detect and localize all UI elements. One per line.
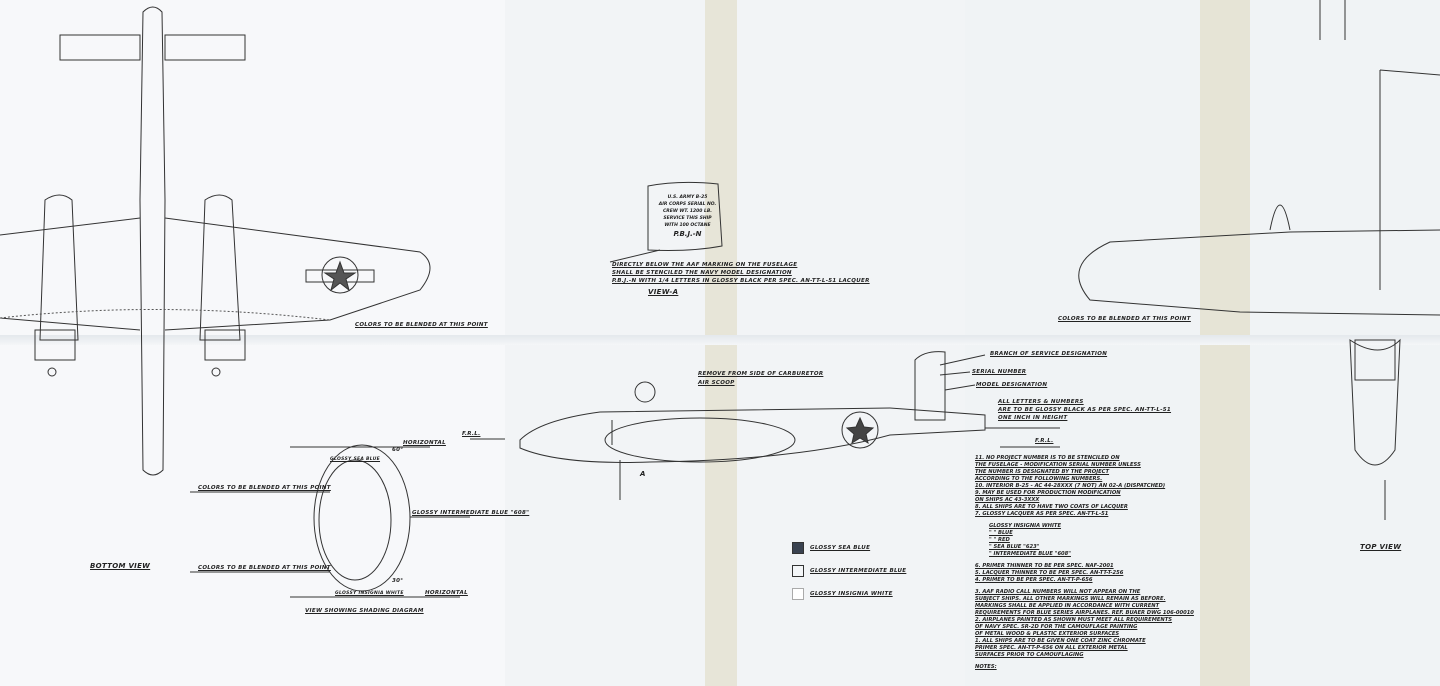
- top-blend-note: Colors to be blended at this point: [1058, 316, 1191, 322]
- stencil-box-text: U.S. Army B-25 Air Corps Serial No. Crew…: [655, 194, 720, 239]
- stencil-line: Service this ship: [663, 216, 712, 221]
- legend-label: Glossy Insignia White: [810, 590, 893, 597]
- note-line: on ships AC 43-3xxx: [975, 497, 1040, 503]
- notes-heading: Notes:: [975, 664, 997, 670]
- legend-swatch: [792, 588, 804, 600]
- note-line: Markings shall be applied in accordance …: [975, 603, 1160, 609]
- frl-label: F.R.L.: [462, 431, 481, 437]
- note-line: 3. AAF radio call numbers will not appea…: [975, 589, 1141, 595]
- note-line: requirements for Blue Series airplanes. …: [975, 610, 1194, 616]
- stencil-line: Air Corps Serial No.: [658, 202, 717, 207]
- note-line: of metal wood & plastic exterior surface…: [975, 631, 1120, 637]
- top-view-aircraft: [1078, 0, 1440, 520]
- stencil-line: Crew Wt. 1200 LB.: [662, 209, 712, 214]
- legend-label: Glossy Sea Blue: [810, 544, 871, 551]
- serial-number-label: Serial number: [972, 369, 1027, 375]
- intermediate-blue-label: Glossy Intermediate Blue "608": [412, 510, 530, 516]
- note-line: according to the following numbers.: [975, 476, 1103, 482]
- side-view-aircraft: [519, 351, 1060, 500]
- top-view-label: Top View: [1360, 543, 1402, 551]
- diagram-caption: View showing shading diagram: [305, 608, 424, 614]
- note-line: 6. Primer thinner to be per spec. NAF-20…: [975, 563, 1114, 569]
- legend-swatch: [792, 542, 804, 554]
- sea-blue-label: Glossy Sea Blue: [330, 457, 381, 462]
- stencil-note-1: Directly below the AAF marking on the fu…: [612, 262, 798, 268]
- note-line: 2. Airplanes painted as shown must meet …: [975, 617, 1173, 623]
- note-line: the number is designated by the project: [975, 469, 1110, 475]
- note-line: 11. No project number is to be stenciled…: [975, 455, 1120, 461]
- angle-bottom: 30°: [392, 578, 404, 584]
- frl-label-right: F.R.L.: [1035, 438, 1054, 444]
- letters-note-3: one inch in height: [998, 415, 1068, 421]
- branch-of-service-label: Branch of service designation: [990, 351, 1108, 357]
- note-line: the fuselage - modification serial numbe…: [975, 462, 1141, 468]
- model-designation-label: Model designation: [976, 382, 1048, 388]
- stencil-note-2: shall be stenciled the Navy model design…: [612, 270, 792, 276]
- note-line: 4. Primer to be per spec. AN-TT-P-656: [975, 577, 1093, 583]
- note-line: 1. All ships are to be given one coat zi…: [975, 638, 1146, 644]
- legend-insignia-white: Glossy Insignia White: [792, 588, 893, 600]
- legend-intermediate-blue: Glossy Intermediate Blue: [792, 565, 906, 577]
- shading-diagram: [190, 438, 505, 598]
- lower-blend-note: Colors to be blended at this point: [198, 565, 331, 571]
- carburetor-note-1: Remove from side of carburetor: [698, 371, 824, 377]
- stencil-line: P.B.J.-N: [673, 230, 702, 238]
- note-line: primer spec. AN-TT-P-656 on all exterior…: [975, 645, 1128, 651]
- note-line: 9. May be used for production modificati…: [975, 490, 1121, 496]
- notes-block: 11. No project number is to be stenciled…: [975, 455, 1235, 671]
- note-line: surfaces prior to camouflaging: [975, 652, 1084, 658]
- angle-top: 60°: [392, 447, 404, 453]
- view-a-label: View-A: [648, 288, 679, 296]
- bottom-view-aircraft: [0, 6, 431, 476]
- insignia-white-label: Glossy Insignia White: [335, 591, 404, 596]
- note-line: subject ships. All other markings will r…: [975, 596, 1166, 602]
- legend-sea-blue: Glossy Sea Blue: [792, 542, 870, 554]
- carburetor-note-2: air scoop: [698, 380, 735, 386]
- horizontal-bottom: Horizontal: [425, 590, 468, 596]
- upper-blend-note: Colors to be blended at this point: [198, 485, 331, 491]
- stencil-line: with 100 octane: [664, 223, 711, 228]
- note-line: of Navy spec. SR-2D for the camouflage p…: [975, 624, 1138, 630]
- letters-note-1: All letters & numbers: [998, 399, 1084, 405]
- stencil-box: [647, 181, 723, 251]
- note-line: 10. Interior B-25 - AC 44-28xxx (7 not) …: [975, 483, 1166, 489]
- note-line: Glossy insignia white: [989, 523, 1062, 529]
- note-line: 8. All ships are to have two coats of la…: [975, 504, 1128, 510]
- view-a-marker: A: [640, 470, 646, 478]
- wing-blend-note: Colors to be blended at this point: [355, 322, 488, 328]
- note-line: 5. Lacquer thinner to be per spec. AN-TT…: [975, 570, 1124, 576]
- note-line: " " red: [989, 537, 1010, 543]
- bottom-view-label: Bottom View: [90, 562, 151, 570]
- note-line: " " blue: [989, 530, 1013, 536]
- note-line: " intermediate blue "608": [989, 551, 1071, 557]
- horizontal-top: Horizontal: [403, 440, 446, 446]
- legend-label: Glossy Intermediate Blue: [810, 567, 907, 574]
- fold-shadow: [0, 335, 1440, 345]
- stencil-note-3: P.B.J.-N with 1/4 letters in glossy blac…: [612, 278, 870, 284]
- letters-note-2: are to be glossy black as per spec. AN-T…: [998, 407, 1172, 413]
- stencil-line: U.S. Army B-25: [667, 195, 708, 200]
- note-line: 7. Glossy lacquer as per spec. AN-TT-L-5…: [975, 511, 1109, 517]
- note-line: " sea blue "623": [989, 544, 1040, 550]
- legend-swatch: [792, 565, 804, 577]
